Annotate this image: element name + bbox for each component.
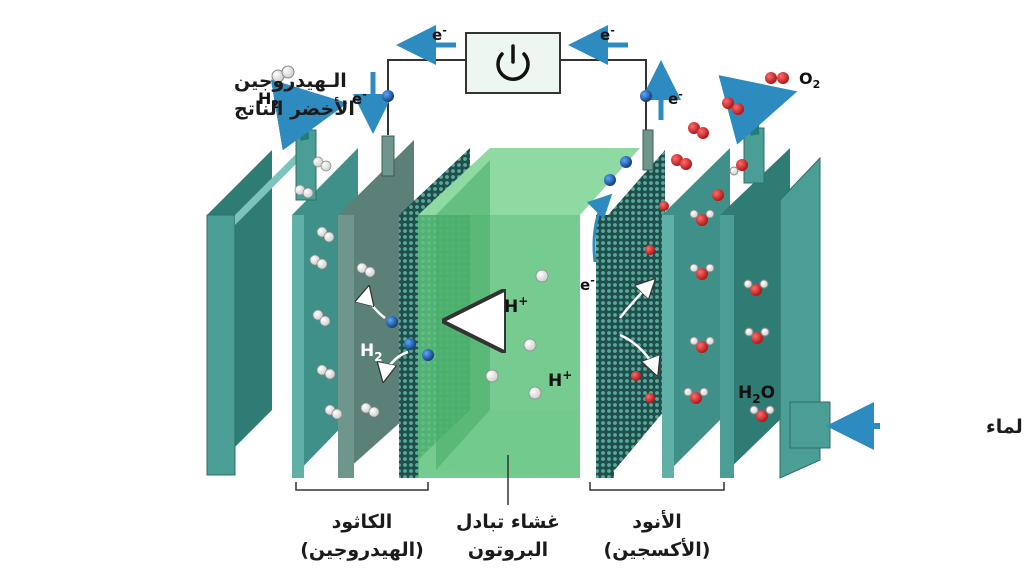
anode-bracket (589, 482, 725, 491)
product-label-line2: الأخضر الناتج (234, 97, 355, 120)
water-inlet-label: مدخل الماء (986, 416, 1024, 438)
o2-product-label: O2 (799, 69, 820, 91)
h2-release-arrow (384, 350, 409, 378)
power-icon (496, 44, 530, 81)
electron-exit-arrow (586, 193, 613, 263)
anode-end-plate (720, 127, 831, 479)
membrane-label-line2: البروتون (468, 539, 548, 561)
external-circuit (353, 25, 681, 135)
electrons (386, 156, 632, 361)
anode-label-line1: الأنود (632, 510, 681, 533)
hydrogen-molecules (294, 156, 549, 420)
cathode-label-line1: الكاثود (332, 511, 393, 533)
electron (640, 90, 652, 102)
electron (382, 90, 394, 102)
electron-label: e- (432, 24, 447, 44)
cathode-end-plate (206, 150, 300, 476)
h2-formation-arrow (368, 290, 386, 319)
electron-label: e- (600, 24, 615, 44)
electron-label: e- (668, 88, 683, 108)
oxygen-release-arrow (619, 282, 652, 319)
h2-product-label: H2 (258, 89, 279, 111)
membrane-label-line1: غشاء تبادل (456, 511, 560, 533)
anode-flow-plate (642, 129, 730, 478)
water-label: H2O (738, 383, 775, 406)
hydrogen-output: H2 (258, 65, 348, 151)
oxygen-molecules (659, 97, 744, 211)
water-molecules (631, 159, 775, 422)
oxygen-output: O2 (718, 69, 820, 145)
anode-label-line2: (الأكسجين) (604, 538, 711, 561)
proton-label: H+ (548, 368, 572, 391)
h2-internal-label: H2 (360, 341, 383, 364)
cathode-bracket (295, 482, 429, 491)
electron-label: e- (580, 274, 595, 294)
electron-label: e- (352, 88, 367, 108)
proton-label: H+ (504, 294, 528, 317)
product-label-line1: الـهيدروجين (234, 70, 347, 92)
cathode-label-line2: (الهيدروجين) (300, 539, 424, 561)
water-split-arrow (619, 333, 656, 372)
